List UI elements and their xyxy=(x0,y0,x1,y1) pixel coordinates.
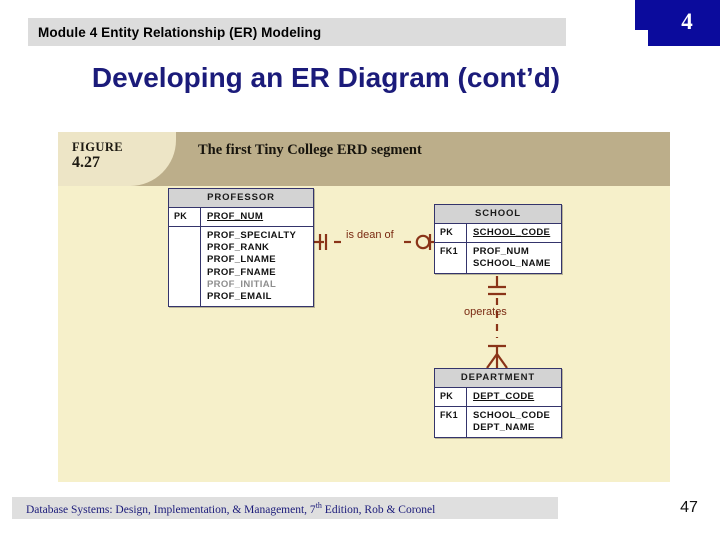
footer-citation-tail: Edition, Rob & Coronel xyxy=(321,503,436,516)
entity-professor[interactable]: PROFESSOR PK PROF_NUM PROF_SPECIALTY PRO… xyxy=(168,188,314,308)
entity-row: FK1 PROF_NUM SCHOOL_NAME xyxy=(435,243,561,274)
entity-department[interactable]: DEPARTMENT PK DEPT_CODE FK1 SCHOOL_CODE … xyxy=(434,368,562,439)
entity-key-cell: PK xyxy=(435,388,467,407)
entity-attr-cell: PROF_NUM SCHOOL_NAME xyxy=(467,243,561,273)
entity-row: FK1 SCHOOL_CODE DEPT_NAME xyxy=(435,407,561,438)
figure-header-left-block xyxy=(58,132,176,186)
entity-attr-cell: SCHOOL_CODE DEPT_NAME xyxy=(467,407,561,437)
entity-key-cell xyxy=(169,227,201,307)
module-title-text: Module 4 Entity Relationship (ER) Modeli… xyxy=(38,24,322,40)
relationship-label-operates: operates xyxy=(464,306,507,318)
entity-key-cell: PK xyxy=(435,224,467,243)
attribute: PROF_INITIAL xyxy=(207,278,277,290)
attribute: PROF_SPECIALTY xyxy=(207,230,297,242)
figure-caption: The first Tiny College ERD segment xyxy=(198,142,422,158)
entity-attr-cell: SCHOOL_CODE xyxy=(467,224,561,242)
attribute: SCHOOL_CODE xyxy=(473,410,551,422)
attribute: PROF_EMAIL xyxy=(207,290,272,302)
footer-citation-main: Database Systems: Design, Implementation… xyxy=(26,503,316,516)
entity-school[interactable]: SCHOOL PK SCHOOL_CODE FK1 PROF_NUM SCHOO… xyxy=(434,204,562,275)
attribute: SCHOOL_NAME xyxy=(473,258,551,270)
figure-label-number: 4.27 xyxy=(72,154,100,172)
figure-label: FIGURE 4.27 xyxy=(72,140,123,173)
attribute: DEPT_NAME xyxy=(473,422,535,434)
footer-bar: Database Systems: Design, Implementation… xyxy=(12,497,558,519)
entity-title: PROFESSOR xyxy=(169,189,313,208)
figure-label-word: FIGURE xyxy=(72,140,124,154)
relationship-label-is-dean-of: is dean of xyxy=(346,229,394,241)
attribute: PROF_NUM xyxy=(473,246,530,258)
chapter-number-text: 4 xyxy=(681,9,693,34)
entity-row: PROF_SPECIALTY PROF_RANK PROF_LNAME PROF… xyxy=(169,227,313,307)
figure-panel: FIGURE 4.27 The first Tiny College ERD s… xyxy=(58,132,670,482)
page-number: 47 xyxy=(680,499,698,516)
figure-header-band: FIGURE 4.27 The first Tiny College ERD s… xyxy=(58,132,670,186)
chapter-badge-notch xyxy=(635,30,648,46)
entity-attr-cell: DEPT_CODE xyxy=(467,388,561,406)
erd-canvas: is dean of operates PROFESSOR PK PROF_NU… xyxy=(58,186,670,482)
page-title: Developing an ER Diagram (cont’d) xyxy=(91,62,561,93)
entity-row: PK PROF_NUM xyxy=(169,208,313,228)
entity-title: DEPARTMENT xyxy=(435,369,561,388)
attribute: PROF_RANK xyxy=(207,242,270,254)
entity-key-cell: PK xyxy=(169,208,201,227)
entity-key-cell: FK1 xyxy=(435,243,467,274)
attribute: SCHOOL_CODE xyxy=(473,227,551,238)
entity-title: SCHOOL xyxy=(435,205,561,224)
attribute: PROF_FNAME xyxy=(207,266,276,278)
attribute: PROF_NUM xyxy=(207,211,264,222)
attribute: DEPT_CODE xyxy=(473,391,535,402)
entity-attr-cell: PROF_SPECIALTY PROF_RANK PROF_LNAME PROF… xyxy=(201,227,313,306)
entity-key-cell: FK1 xyxy=(435,407,467,438)
attribute: PROF_LNAME xyxy=(207,254,276,266)
entity-row: PK SCHOOL_CODE xyxy=(435,224,561,244)
entity-row: PK DEPT_CODE xyxy=(435,388,561,408)
chapter-badge xyxy=(635,0,720,46)
module-title-bar: Module 4 Entity Relationship (ER) Modeli… xyxy=(28,18,566,46)
entity-attr-cell: PROF_NUM xyxy=(201,208,313,226)
footer-citation: Database Systems: Design, Implementation… xyxy=(12,501,435,516)
footer-citation-ordinal: th xyxy=(315,500,322,510)
